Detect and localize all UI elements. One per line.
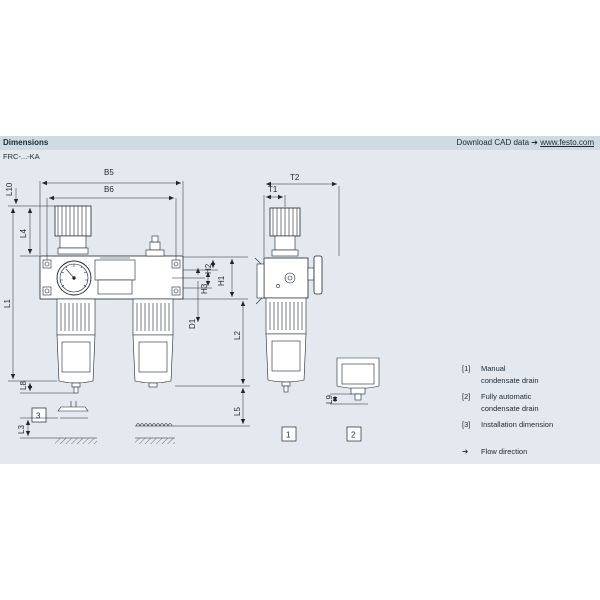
legend-item-auto-drain: [2] Fully automatic condensate drain bbox=[462, 391, 539, 415]
download-cad-label: Download CAD data bbox=[456, 138, 530, 147]
dim-b5: B5 bbox=[104, 168, 114, 177]
dim-h2: H2 bbox=[204, 263, 213, 274]
dim-l10: L10 bbox=[5, 182, 14, 196]
dim-d1: D1 bbox=[188, 318, 197, 329]
legend-text: Manual bbox=[481, 364, 506, 373]
legend-number: [1] bbox=[462, 364, 471, 373]
dim-t1: T1 bbox=[268, 185, 278, 194]
dim-h1: H1 bbox=[217, 275, 226, 286]
legend-item-manual-drain: [1] Manual condensate drain bbox=[462, 363, 539, 387]
callout-1: 1 bbox=[286, 431, 291, 440]
dim-l2: L2 bbox=[233, 331, 242, 340]
legend-text: Installation dimension bbox=[481, 420, 554, 429]
legend-item-installation: [3] Installation dimension bbox=[462, 419, 553, 431]
legend-text: Fully automatic bbox=[481, 392, 532, 401]
dim-l3: L3 bbox=[17, 425, 26, 434]
auto-drain-detail bbox=[336, 357, 380, 442]
dim-t2: T2 bbox=[290, 173, 300, 182]
dim-b6: B6 bbox=[104, 185, 114, 194]
frc-unit-side-view bbox=[254, 207, 323, 442]
section-title: Dimensions bbox=[3, 138, 49, 147]
legend-item-flow: ➔ Flow direction bbox=[462, 446, 527, 458]
frc-unit-front-view bbox=[39, 205, 184, 444]
callout-3: 3 bbox=[36, 412, 41, 421]
dim-l4: L4 bbox=[19, 229, 28, 238]
callout-2: 2 bbox=[351, 431, 356, 440]
legend-number: [2] bbox=[462, 392, 471, 401]
legend-text: condensate drain bbox=[481, 376, 539, 385]
arrow-right-icon: ➔ bbox=[531, 138, 538, 147]
dim-l8: L8 bbox=[19, 381, 28, 390]
legend-text: Flow direction bbox=[481, 447, 528, 456]
legend-number: [3] bbox=[462, 420, 471, 429]
product-code: FRC-...-KA bbox=[3, 152, 40, 161]
header-bar bbox=[0, 136, 600, 150]
dim-l9: L9 bbox=[325, 395, 334, 404]
dim-l1: L1 bbox=[3, 299, 12, 308]
festo-link[interactable]: www.festo.com bbox=[540, 138, 594, 147]
dim-l5: L5 bbox=[233, 407, 242, 416]
download-cad: Download CAD data ➔ www.festo.com bbox=[457, 138, 594, 148]
dimension-drawing: B5 B6 T1 T2 L10 L4 L1 L8 L3 H2 H1 H3 D1 … bbox=[3, 168, 380, 444]
dim-h3: H3 bbox=[200, 283, 209, 294]
arrow-right-icon: ➔ bbox=[462, 447, 469, 456]
legend-text: condensate drain bbox=[481, 404, 539, 413]
